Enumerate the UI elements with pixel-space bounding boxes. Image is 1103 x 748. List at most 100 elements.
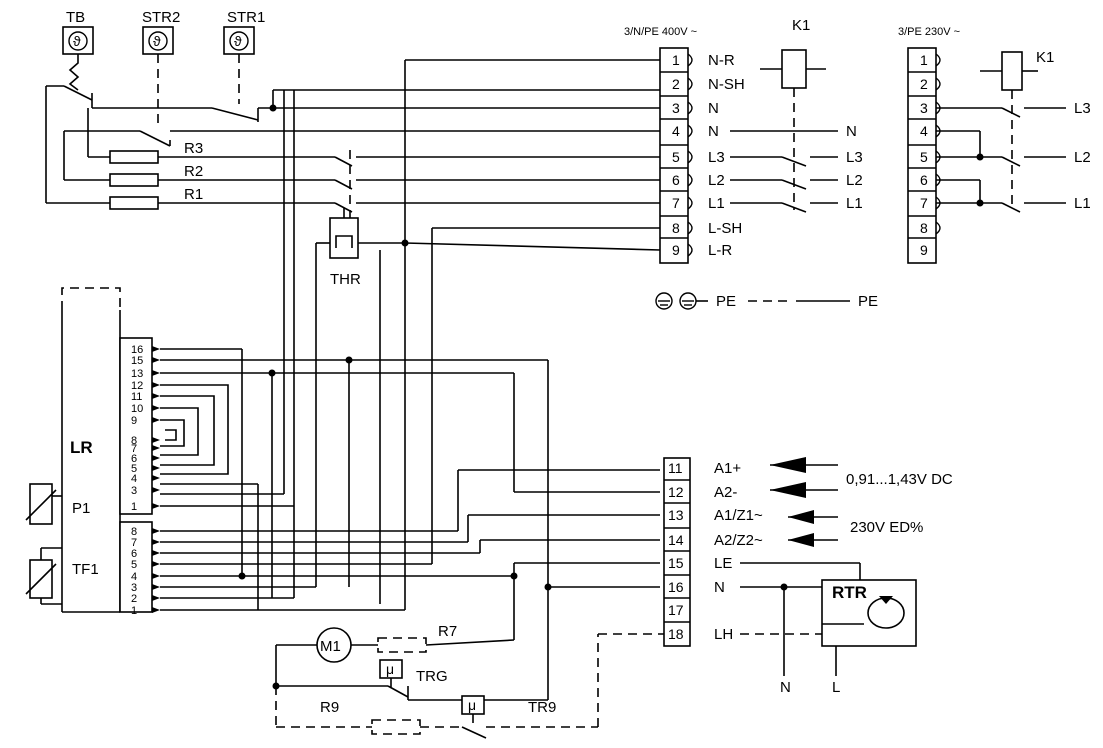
heating-resistors: R3 R2 R1 <box>46 140 660 218</box>
terminal-230-number: 1 <box>920 52 928 68</box>
terminal-400-label: N <box>708 100 719 117</box>
signal-dc-label: 0,91...1,43V DC <box>846 471 953 488</box>
terminal-400-label: L3 <box>708 149 725 166</box>
output-400-l3: L3 <box>846 149 863 166</box>
output-230-l3: L3 <box>1074 100 1091 117</box>
pin-arrow <box>152 573 160 579</box>
terminal-400-number: 1 <box>672 52 680 68</box>
thermostat-switches <box>45 85 660 203</box>
terminal-lower-number: 12 <box>668 484 684 500</box>
controller-lower-pin: 1 <box>131 605 137 617</box>
terminal-lower-number: 11 <box>668 460 683 476</box>
rtr-label: RTR <box>832 583 867 602</box>
resistor-r9-label: R9 <box>320 699 339 716</box>
controller-upper-pin: 4 <box>131 473 137 485</box>
output-400-l2: L2 <box>846 172 863 189</box>
controller-upper-pin: 11 <box>131 391 142 403</box>
terminal-400-label: L-SH <box>708 220 742 237</box>
sensor-str1-symbol: ϑ <box>234 33 242 49</box>
terminal-bridge <box>687 101 693 115</box>
rtr-l-label: L <box>832 679 840 696</box>
controller-upper-pin: 3 <box>131 485 137 497</box>
rtr-n-label: N <box>780 679 791 696</box>
terminal-lower-label: A1+ <box>714 460 741 477</box>
controller-upper-pin: 1 <box>131 501 137 513</box>
terminal-lower-label: A1/Z1~ <box>714 507 763 524</box>
pin-arrow <box>152 437 160 443</box>
terminal-400-number: 4 <box>672 123 680 139</box>
controller-upper-pin: 7 <box>131 443 137 455</box>
terminal-400-label: L2 <box>708 172 725 189</box>
resistor-r3-label: R3 <box>184 140 203 157</box>
terminal-400-number: 7 <box>672 195 680 211</box>
terminal-bridge <box>935 77 941 91</box>
supply-400-title: 3/N/PE 400V ~ <box>624 26 697 38</box>
terminal-230-number: 4 <box>920 123 928 139</box>
terminal-lower-number: 18 <box>668 626 684 642</box>
thr-label: THR <box>330 271 361 288</box>
resistor-r2-label: R2 <box>184 163 203 180</box>
controller-lower-pin: 6 <box>131 548 137 560</box>
terminal-bridge <box>687 77 693 91</box>
controller-lr-label: LR <box>70 438 93 457</box>
terminal-lower-label: N <box>714 579 725 596</box>
pin-arrow <box>152 346 160 352</box>
controller-lower-pin: 7 <box>131 537 137 549</box>
pin-arrow <box>152 528 160 534</box>
terminal-lower-label: A2/Z2~ <box>714 532 763 549</box>
pin-arrow <box>152 465 160 471</box>
pin-arrow <box>152 405 160 411</box>
motor-m1-label: M1 <box>320 638 341 655</box>
terminal-lower-label: A2- <box>714 484 737 501</box>
pin-arrow <box>152 584 160 590</box>
trunk-wires <box>293 59 661 610</box>
controller-upper-pin: 6 <box>131 453 137 465</box>
terminal-bridge <box>687 53 693 67</box>
pin-arrow <box>152 550 160 556</box>
terminal-230-number: 5 <box>920 149 928 165</box>
sensor-tb-symbol: ϑ <box>73 33 81 49</box>
sensor-tb-label: TB <box>66 9 85 26</box>
sensor-str2-label: STR2 <box>142 9 180 26</box>
pin-arrow <box>152 561 160 567</box>
resistor-r1-label: R1 <box>184 186 203 203</box>
pe-right-label: PE <box>858 293 878 310</box>
controller-upper-pin: 9 <box>131 415 137 427</box>
pin-arrow <box>152 539 160 545</box>
sensor-str2-symbol: ϑ <box>153 33 161 49</box>
terminal-400-number: 3 <box>672 100 680 116</box>
controller-upper-pin: 12 <box>131 380 143 392</box>
relay-k1-230-label: K1 <box>1036 49 1054 66</box>
pin-arrow <box>152 455 160 461</box>
output-230-l2: L2 <box>1074 149 1091 166</box>
terminal-bridge <box>935 221 941 235</box>
terminal-400-number: 5 <box>672 149 680 165</box>
terminal-400-number: 9 <box>672 242 680 258</box>
ground-icon <box>655 292 673 310</box>
terminal-400-label: N <box>708 123 719 140</box>
thr-block: THR <box>329 208 361 288</box>
terminal-lower-number: 15 <box>668 555 684 571</box>
terminal-bridge <box>687 124 693 138</box>
controller-lower-pin: 5 <box>131 559 137 571</box>
controller-lower-pin: 3 <box>131 582 137 594</box>
terminal-230-number: 9 <box>920 242 928 258</box>
terminal-bridge <box>687 196 693 210</box>
pe-line: PE PE <box>655 292 878 310</box>
terminal-400-number: 8 <box>672 220 680 236</box>
terminal-bridge <box>687 221 693 235</box>
terminal-400-label: L1 <box>708 195 725 212</box>
pe-left-label: PE <box>716 293 736 310</box>
terminal-bridge <box>935 53 941 67</box>
pin-arrow <box>152 595 160 601</box>
terminal-230-number: 6 <box>920 172 928 188</box>
controller-lower-pin: 2 <box>131 593 137 605</box>
output-400-l1: L1 <box>846 195 863 212</box>
